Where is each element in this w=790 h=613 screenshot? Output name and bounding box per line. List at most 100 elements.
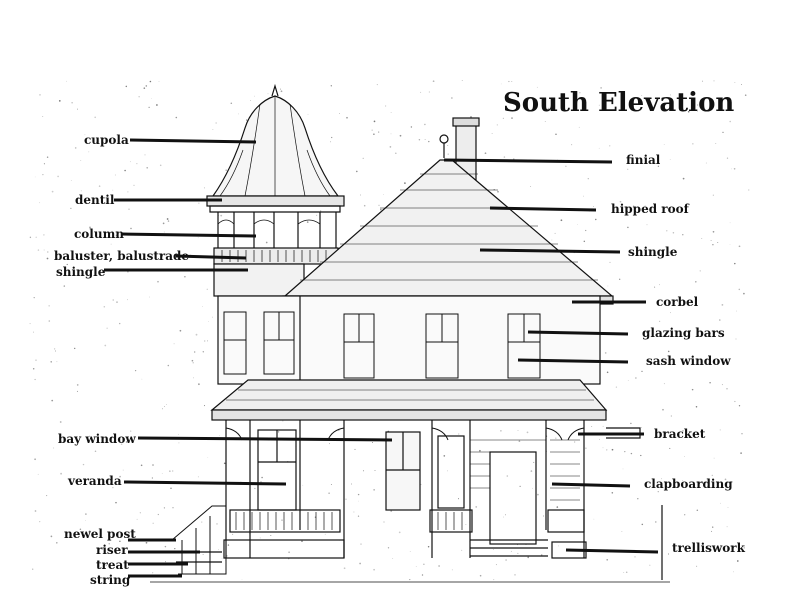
speckle-dot	[307, 113, 309, 115]
speckle-dot	[119, 322, 121, 325]
speckle-dot	[669, 312, 672, 314]
veranda-posts	[225, 420, 585, 558]
speckle-dot	[713, 457, 715, 459]
speckle-dot	[161, 473, 163, 474]
speckle-dot	[496, 124, 498, 126]
speckle-dot	[212, 129, 214, 130]
speckle-dot	[424, 123, 426, 126]
speckle-dot	[80, 190, 82, 192]
speckle-dot	[540, 554, 543, 556]
speckle-dot	[355, 170, 358, 173]
speckle-dot	[48, 320, 51, 322]
speckle-dot	[383, 194, 384, 195]
speckle-dot	[34, 176, 36, 178]
speckle-dot	[89, 530, 91, 532]
speckle-dot	[701, 80, 704, 82]
speckle-dot	[120, 443, 123, 446]
label-riser: riser	[96, 543, 128, 557]
speckle-dot	[526, 431, 529, 434]
speckle-dot	[378, 204, 380, 206]
speckle-dot	[611, 492, 614, 494]
speckle-dot	[625, 571, 628, 573]
speckle-dot	[343, 567, 346, 570]
speckle-dot	[112, 189, 114, 191]
speckle-dot	[203, 187, 205, 189]
speckle-dot	[339, 113, 340, 114]
speckle-dot	[29, 236, 32, 239]
speckle-dot	[37, 249, 40, 251]
speckle-dot	[145, 541, 148, 544]
speckle-dot	[729, 222, 731, 224]
speckle-dot	[360, 194, 361, 196]
speckle-dot	[33, 331, 34, 333]
speckle-dot	[658, 320, 661, 323]
speckle-dot	[76, 108, 79, 110]
speckle-dot	[212, 316, 213, 318]
speckle-dot	[202, 553, 204, 555]
speckle-dot	[511, 81, 513, 82]
speckle-dot	[479, 449, 481, 452]
speckle-dot	[748, 189, 750, 191]
speckle-dot	[457, 498, 460, 500]
speckle-dot	[201, 521, 203, 523]
speckle-dot	[633, 205, 635, 207]
speckle-dot	[451, 569, 453, 571]
label-shingle-left: shingle	[56, 265, 106, 279]
speckle-dot	[47, 251, 49, 253]
leader-column	[121, 232, 257, 238]
speckle-dot	[627, 161, 629, 164]
speckle-dot	[385, 105, 387, 107]
speckle-dot	[216, 523, 218, 525]
speckle-dot	[390, 510, 393, 512]
speckle-dot	[729, 120, 731, 123]
speckle-dot	[484, 152, 487, 155]
speckle-dot	[654, 286, 656, 288]
speckle-dot	[46, 156, 49, 158]
speckle-dot	[58, 100, 61, 102]
speckle-dot	[331, 136, 333, 139]
speckle-dot	[152, 522, 154, 524]
speckle-dot	[55, 350, 56, 352]
speckle-dot	[192, 362, 194, 364]
speckle-dot	[158, 80, 160, 82]
speckle-dot	[738, 288, 741, 291]
speckle-dot	[657, 491, 659, 493]
speckle-dot	[71, 102, 73, 104]
speckle-dot	[346, 116, 348, 119]
speckle-dot	[143, 87, 146, 89]
speckle-dot	[172, 506, 174, 509]
speckle-dot	[139, 512, 141, 514]
leader-veranda	[123, 480, 287, 486]
speckle-dot	[415, 566, 417, 567]
speckle-dot	[76, 384, 79, 386]
speckle-dot	[32, 368, 35, 370]
speckle-dot	[75, 257, 77, 259]
speckle-dot	[173, 343, 175, 345]
speckle-dot	[721, 304, 724, 306]
leader-bay-window	[137, 436, 393, 442]
speckle-dot	[517, 430, 519, 431]
speckle-dot	[149, 80, 152, 83]
speckle-dot	[193, 377, 194, 379]
speckle-dot	[741, 432, 743, 435]
speckle-dot	[163, 507, 166, 509]
leader-lines	[104, 138, 659, 578]
leader-finial	[443, 158, 613, 164]
speckle-dot	[330, 141, 332, 143]
speckle-dot	[655, 521, 657, 523]
speckle-dot	[88, 435, 91, 438]
speckle-dot	[194, 351, 196, 353]
speckle-dot	[684, 456, 685, 457]
speckle-dot	[447, 470, 448, 472]
speckle-dot	[35, 359, 37, 361]
speckle-dot	[649, 564, 651, 566]
speckle-dot	[502, 117, 504, 119]
speckle-dot	[634, 556, 636, 558]
speckle-dot	[547, 107, 550, 110]
speckle-dot	[690, 93, 691, 95]
speckle-dot	[711, 474, 713, 477]
speckle-dot	[648, 482, 650, 484]
speckle-dot	[98, 185, 101, 187]
cupola-dome	[211, 95, 340, 197]
speckle-dot	[623, 571, 625, 573]
